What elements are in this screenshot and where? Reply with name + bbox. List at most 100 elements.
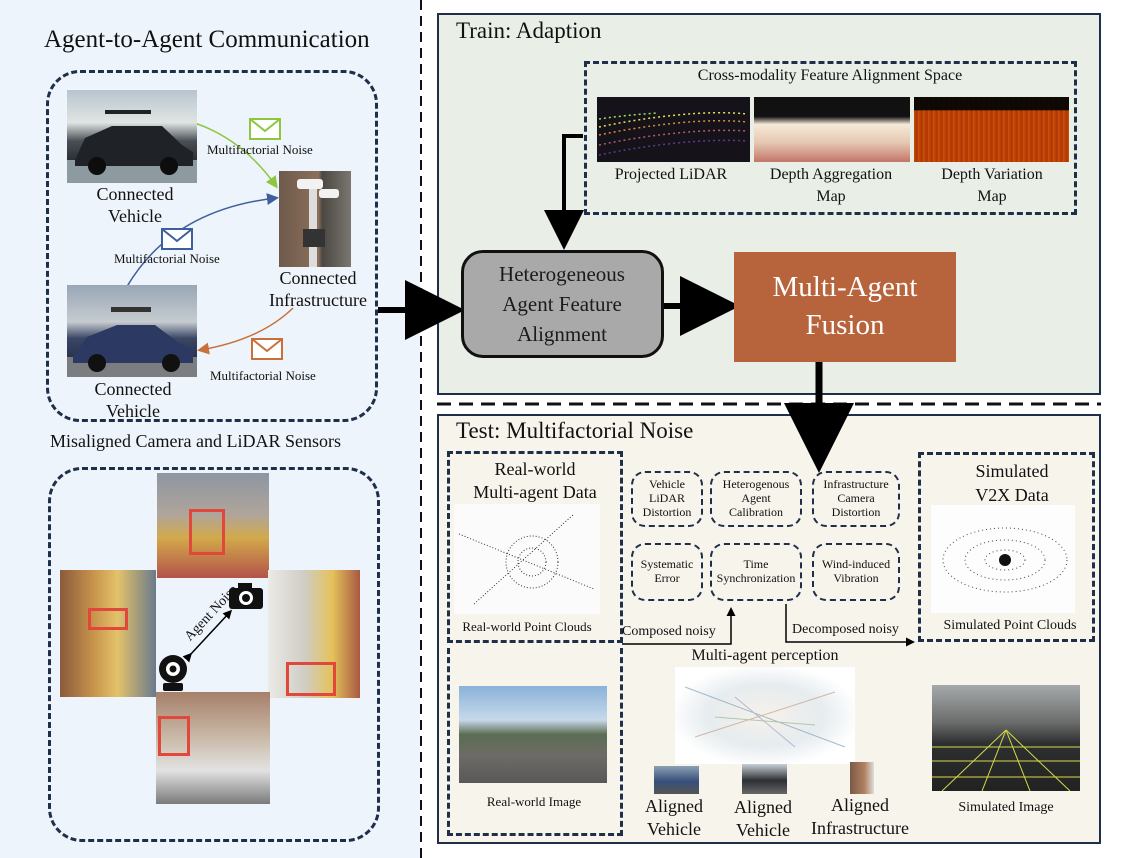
- feature-space-box: [584, 61, 1077, 215]
- sensor-photo-right: [268, 570, 360, 698]
- aligned-label-0-1: Aligned: [645, 796, 703, 816]
- camera-pole: [297, 179, 339, 267]
- misalign-box-right: [286, 662, 336, 696]
- arrow-infra-to-vehicle2: [197, 307, 294, 355]
- simulated-box: [918, 452, 1095, 642]
- infra-label-1: Connected: [279, 268, 357, 288]
- misalign-box-bottom: [158, 716, 190, 756]
- projected-lidar-map: [597, 97, 750, 162]
- map-label-2-1: Depth Variation: [941, 166, 1043, 183]
- fusion-line-1: Multi-Agent: [772, 271, 918, 303]
- car-shape: [67, 110, 197, 183]
- connected-vehicle-photo-2: [67, 285, 197, 377]
- envelope-icon: [251, 338, 283, 360]
- lidar-icon: [159, 655, 187, 691]
- sim-grid: [932, 729, 1080, 791]
- vehicle-top-label-2: Vehicle: [108, 206, 162, 226]
- real-world-box: [447, 451, 623, 643]
- real-world-image: [459, 686, 607, 783]
- real-pc-lines: [458, 513, 595, 605]
- arrow-space-to-hafa: [544, 134, 584, 250]
- hafa-line-1: Heterogeneous: [499, 262, 625, 286]
- depth-aggregation-map: [754, 97, 910, 162]
- map-label-1-1: Depth Aggregation: [769, 166, 893, 183]
- aligned-infra-thumb: [850, 762, 874, 794]
- hafa-line-3: Alignment: [517, 322, 607, 346]
- infrastructure-photo: [279, 171, 351, 267]
- aligned-label-2-1: Aligned: [831, 795, 889, 815]
- aligned-label-1-2: Vehicle: [736, 820, 790, 840]
- real-title-1: Real-world: [494, 459, 576, 479]
- sensor-photo-bottom: [156, 692, 270, 804]
- aligned-label-0-2: Vehicle: [647, 819, 701, 839]
- sensor-photo-left: [60, 570, 156, 697]
- fusion-line-2: Fusion: [805, 309, 885, 341]
- misaligned-box: [48, 467, 380, 842]
- lidar-points: [598, 111, 748, 156]
- real-title-2: Multi-agent Data: [473, 482, 597, 502]
- sensor-photo-top: [157, 473, 269, 578]
- real-world-box-lower: [447, 648, 623, 836]
- agent-noise-arrow: [182, 609, 233, 663]
- perception-lines: [684, 686, 846, 748]
- map-label-0-1: Projected LiDAR: [614, 166, 728, 183]
- vehicle-bottom-label-2: Vehicle: [106, 401, 160, 421]
- aligned-vehicle-thumb-2: [742, 764, 787, 794]
- hafa-line-2: Agent Feature: [502, 292, 622, 316]
- train-title: Train: Adaption: [456, 18, 602, 43]
- sim-image-label: Simulated Image: [958, 800, 1054, 815]
- aligned-label-2-2: Infrastructure: [811, 818, 909, 838]
- car-shape-2: [67, 307, 197, 377]
- envelope-icon: [161, 228, 193, 250]
- infra-label-2: Infrastructure: [269, 290, 367, 310]
- aligned-label-1-1: Aligned: [734, 797, 792, 817]
- comm-box: [46, 70, 378, 422]
- perception-title: Multi-agent perception: [691, 647, 839, 664]
- fusion-module: [734, 252, 956, 362]
- real-pc-label: Real-world Point Clouds: [462, 619, 592, 634]
- simulated-image: [932, 685, 1080, 791]
- noise-label-3: Multifactorial Noise: [210, 368, 316, 383]
- arrow-vehicle2-to-infra: [124, 193, 279, 291]
- vehicle-bottom-label-1: Connected: [94, 379, 172, 399]
- noise-label-2: Multifactorial Noise: [114, 251, 220, 266]
- decomposed-connector: [785, 604, 915, 647]
- sim-title-2: V2X Data: [975, 485, 1049, 505]
- composed-label: Composed noisy: [622, 624, 716, 639]
- misalign-box-top: [189, 509, 225, 555]
- composed-connector: [622, 607, 736, 645]
- map-label-1-2: Map: [816, 188, 846, 205]
- sim-pc-label: Simulated Point Clouds: [943, 618, 1077, 633]
- vehicle-top-label-1: Connected: [96, 184, 174, 204]
- feature-space-title: Cross-modality Feature Alignment Space: [697, 67, 963, 84]
- left-title: Agent-to-Agent Communication: [44, 26, 370, 53]
- perception-image: [675, 667, 855, 764]
- real-image-label: Real-world Image: [486, 794, 582, 809]
- hafa-module: [461, 250, 664, 358]
- connected-vehicle-photo: [67, 90, 197, 183]
- map-label-2-2: Map: [977, 188, 1007, 205]
- depth-variation-map: [914, 97, 1069, 162]
- aligned-vehicle-thumb-1: [654, 766, 699, 794]
- sim-pc-lines: [942, 527, 1068, 593]
- simulated-point-cloud: [931, 505, 1075, 613]
- noise-label-1: Multifactorial Noise: [207, 142, 313, 157]
- test-title: Test: Multifactorial Noise: [456, 418, 694, 443]
- sim-title-1: Simulated: [975, 461, 1049, 481]
- decomposed-label: Decomposed noisy: [792, 622, 899, 637]
- misaligned-title: Misaligned Camera and LiDAR Sensors: [50, 431, 341, 451]
- envelope-icon: [249, 118, 281, 140]
